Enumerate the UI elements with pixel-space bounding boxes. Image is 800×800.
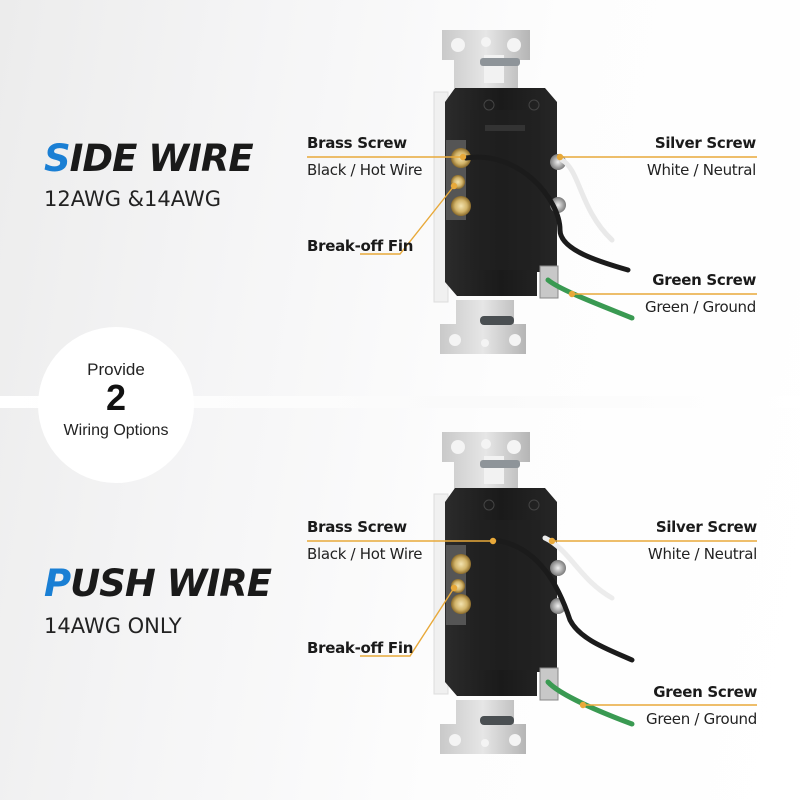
white-wire bbox=[559, 157, 615, 243]
green-screw-desc: Green / Ground bbox=[645, 298, 756, 316]
mounting-screw-top bbox=[480, 58, 520, 66]
divider-band bbox=[0, 396, 800, 408]
side-wire-outlet bbox=[433, 30, 635, 354]
mounting-strap-bottom bbox=[440, 700, 526, 754]
break-off-fin-label: Break-off Fin bbox=[307, 639, 414, 657]
badge-line1: Provide bbox=[87, 360, 145, 379]
black-wire bbox=[490, 537, 635, 663]
brass-screw-label: Brass Screw bbox=[307, 134, 407, 152]
green-screw-label: Green Screw bbox=[652, 271, 756, 289]
brass-screw bbox=[451, 196, 471, 216]
silver-screw-desc: White / Neutral bbox=[646, 161, 756, 179]
leader-lines-top bbox=[307, 153, 757, 298]
silver-screw bbox=[550, 560, 566, 576]
green-screw-label: Green Screw bbox=[653, 683, 757, 701]
leader-fin bbox=[360, 185, 455, 255]
badge-number: 2 bbox=[105, 377, 127, 418]
brass-screw-desc: Black / Hot Wire bbox=[307, 161, 423, 179]
leader-lines-bottom bbox=[307, 537, 757, 709]
brass-screw-desc: Black / Hot Wire bbox=[307, 545, 423, 563]
silver-screw-label: Silver Screw bbox=[655, 518, 757, 536]
mounting-screw-top bbox=[480, 460, 520, 468]
mounting-strap-bottom bbox=[440, 300, 526, 354]
green-wire bbox=[545, 277, 635, 321]
brass-screw bbox=[451, 554, 471, 574]
title-rest: IDE WIRE bbox=[69, 137, 254, 180]
green-wire bbox=[545, 679, 635, 727]
brass-screw-label: Brass Screw bbox=[307, 518, 407, 536]
side-wire-title: SIDE WIRE bbox=[44, 137, 254, 180]
title-accent-letter: P bbox=[44, 562, 71, 605]
wiring-options-badge: Provide 2 Wiring Options bbox=[38, 327, 194, 483]
silver-screw-desc: White / Neutral bbox=[647, 545, 757, 563]
badge-line2: Wiring Options bbox=[63, 422, 169, 439]
black-wire bbox=[463, 154, 631, 273]
leader-fin bbox=[360, 587, 455, 657]
push-wire-subtitle: 14AWG ONLY bbox=[44, 614, 182, 638]
green-screw-desc: Green / Ground bbox=[646, 710, 757, 728]
break-off-fin-label: Break-off Fin bbox=[307, 237, 414, 255]
mounting-screw-bottom bbox=[480, 316, 514, 325]
push-wire-outlet bbox=[433, 432, 635, 754]
side-wire-subtitle: 12AWG &14AWG bbox=[44, 187, 222, 211]
title-rest: USH WIRE bbox=[70, 562, 272, 605]
silver-screw-label: Silver Screw bbox=[654, 134, 756, 152]
push-wire-title: PUSH WIRE bbox=[44, 562, 272, 605]
title-accent-letter: S bbox=[44, 137, 71, 180]
brass-screw bbox=[451, 594, 471, 614]
mounting-screw-bottom bbox=[480, 716, 514, 725]
